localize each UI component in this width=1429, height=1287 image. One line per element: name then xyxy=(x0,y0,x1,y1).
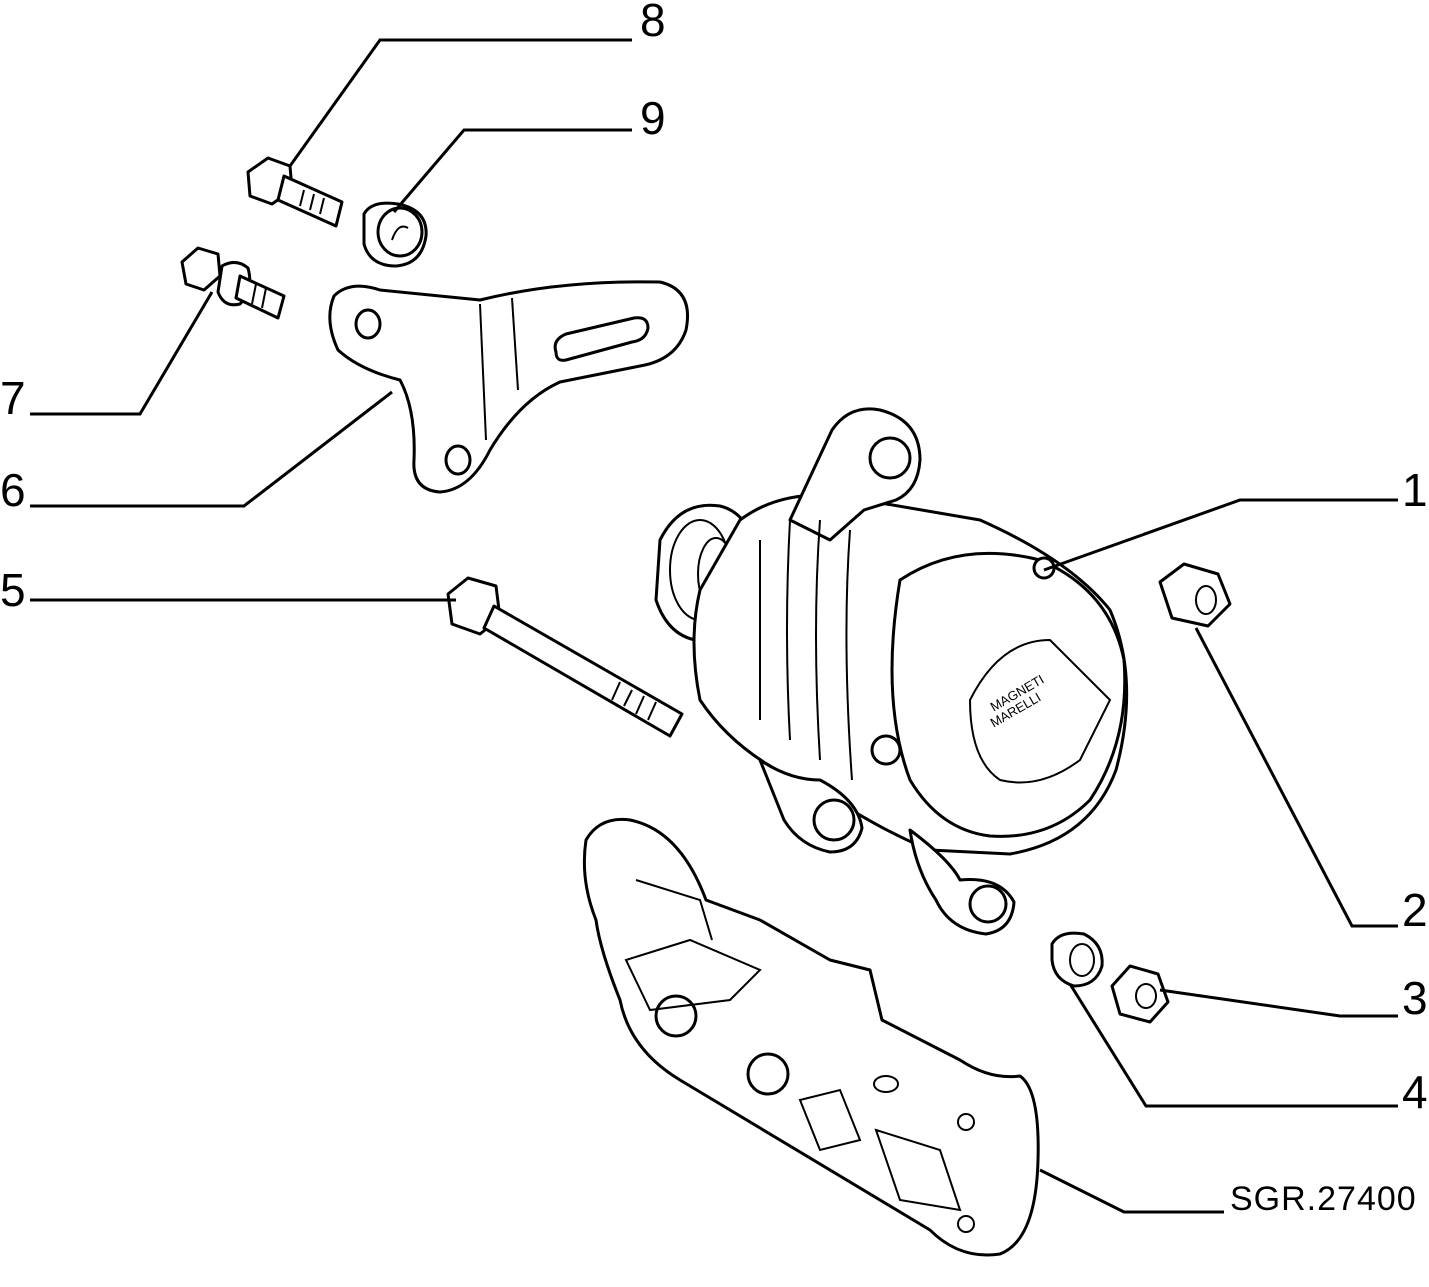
callout-labels: 1 2 3 4 5 6 7 8 9 SGR.27400 xyxy=(0,0,1428,1218)
drawing-code: SGR.27400 xyxy=(1230,1180,1417,1218)
part-3-nut xyxy=(1110,964,1170,1024)
callout-4: 4 xyxy=(1402,1066,1428,1118)
leader-lines xyxy=(30,38,1398,1214)
leader-6 xyxy=(30,390,393,508)
leader-1 xyxy=(1043,498,1398,572)
part-2-nut xyxy=(1158,562,1232,628)
callout-6: 6 xyxy=(0,464,26,516)
leader-8 xyxy=(288,38,632,167)
callout-1: 1 xyxy=(1402,464,1428,516)
leader-7 xyxy=(30,291,214,416)
leader-9 xyxy=(392,128,632,213)
callout-9: 9 xyxy=(640,92,666,144)
callout-5: 5 xyxy=(0,564,26,616)
part-5-long-bolt xyxy=(446,576,684,738)
part-8-bolt xyxy=(246,156,344,228)
callout-2: 2 xyxy=(1402,884,1428,936)
callout-3: 3 xyxy=(1402,972,1428,1024)
leader-code xyxy=(1039,1168,1224,1214)
leader-3 xyxy=(1159,988,1398,1018)
callout-7: 7 xyxy=(0,372,26,424)
part-9-spacer xyxy=(362,201,428,268)
leader-4 xyxy=(1068,983,1398,1108)
callout-8: 8 xyxy=(640,0,666,46)
part-7-stud xyxy=(180,246,286,320)
part-4-spacer xyxy=(1050,931,1104,988)
part-1-alternator: MAGNETI MARELLI xyxy=(654,407,1129,936)
mounting-support xyxy=(582,817,1040,1257)
part-6-bracket xyxy=(328,280,689,494)
leader-2 xyxy=(1194,627,1398,928)
